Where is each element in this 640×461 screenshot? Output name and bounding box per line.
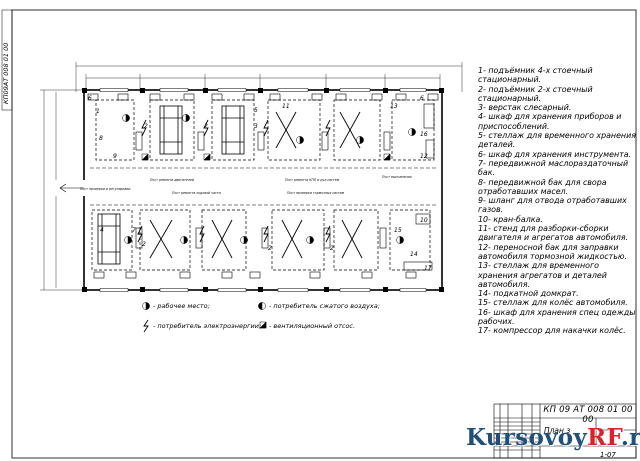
stamp-code: КП 09 АТ 008 01 00 00 xyxy=(543,405,633,425)
upper-posts xyxy=(95,99,435,161)
legend-item: 8- передвижной бак для свора отработавши… xyxy=(478,177,610,196)
svg-text:1: 1 xyxy=(96,108,100,115)
equipment-boxes xyxy=(87,93,439,279)
workplace-symbols xyxy=(122,114,416,244)
vertical-code: КП09АТ 008 01 00 xyxy=(2,42,10,104)
svg-text:2: 2 xyxy=(144,123,148,130)
svg-text:Пост ремонта ходовой части: Пост ремонта ходовой части xyxy=(172,191,221,195)
svg-text:16: 16 xyxy=(420,131,428,138)
sheet-frame xyxy=(11,9,637,459)
svg-text:Пост проверки и регулировки: Пост проверки и регулировки xyxy=(80,187,131,191)
svg-text:8: 8 xyxy=(99,135,103,142)
symbol-workplace-label: - рабочее место; xyxy=(153,302,210,310)
entrance xyxy=(59,183,84,193)
symbol-ventilation-label: - вентиляционный отсос. xyxy=(269,322,356,330)
svg-text:6: 6 xyxy=(88,95,92,102)
symbol-legend-icons xyxy=(142,302,267,333)
svg-text:17: 17 xyxy=(424,265,432,272)
svg-text:5: 5 xyxy=(254,107,258,114)
legend-item: 12- переносной бак для заправки автомоби… xyxy=(478,242,628,261)
two-post-lifts xyxy=(149,111,363,259)
svg-text:Пост ремонта двигателей: Пост ремонта двигателей xyxy=(150,178,194,182)
svg-text:2: 2 xyxy=(204,123,208,130)
lower-posts xyxy=(91,209,431,271)
ventilation-symbols xyxy=(141,153,391,161)
electric-symbols xyxy=(137,119,331,243)
legend-item: 7- передвижной маслораздаточный бак. xyxy=(478,158,631,178)
legend-item: 1- подъёмник 4-х стоечный стационарный. xyxy=(478,66,596,85)
svg-text:Пост выполнения: Пост выполнения xyxy=(382,175,412,179)
svg-text:10: 10 xyxy=(420,217,428,224)
vertical-code-box xyxy=(1,9,13,111)
svg-text:12: 12 xyxy=(420,153,428,160)
svg-text:9: 9 xyxy=(113,153,117,160)
legend-item: 11- стенд для разборки-сборки двигателя … xyxy=(478,224,628,243)
four-post-lifts xyxy=(97,105,245,265)
svg-text:14: 14 xyxy=(410,251,418,258)
svg-text:Пост проверки тормозных систем: Пост проверки тормозных систем xyxy=(287,191,345,195)
aisle-notes: Пост проверки и регулировки Пост ремонта… xyxy=(80,175,412,195)
sheet-number: 1-07 xyxy=(600,451,616,459)
svg-text:6: 6 xyxy=(420,95,424,102)
central-aisle xyxy=(90,167,436,206)
legend-item: 6- шкаф для хранения инструмента. xyxy=(478,149,632,159)
symbol-electric-label: - потребитель электроэнергии; xyxy=(153,322,262,330)
legend-item: 17- компрессор для накачки колёс. xyxy=(478,326,626,336)
legend-item: 16- шкаф для хранения спец одежды рабочи… xyxy=(478,307,638,327)
building-walls xyxy=(83,89,443,291)
svg-text:7: 7 xyxy=(132,227,136,234)
legend-item: 14- подкатной домкрат. xyxy=(478,289,579,299)
title-block xyxy=(493,403,637,459)
windows xyxy=(99,88,427,292)
svg-text:11: 11 xyxy=(282,103,290,110)
svg-text:13: 13 xyxy=(390,103,398,110)
legend-item: 10- кран-балка. xyxy=(478,214,543,224)
left-dimensions xyxy=(40,89,84,291)
watermark-logo: KursovoyRF.ru xyxy=(466,424,640,451)
columns xyxy=(82,88,444,292)
equipment-legend: 1- подъёмник 4-х стоечный стационарный. … xyxy=(478,66,636,336)
svg-text:2: 2 xyxy=(142,241,146,248)
legend-item: 9- шланг для отвода отработавших газов. xyxy=(478,196,630,215)
svg-text:3: 3 xyxy=(254,123,258,130)
legend-item: 4- шкаф для хранения приборов и приспосо… xyxy=(478,112,624,131)
legend-item: 5- стеллаж для временного хранения детал… xyxy=(478,131,639,150)
legend-item: 2- подъёмник 2-х стоечный стационарный. xyxy=(478,84,596,103)
top-dimensions xyxy=(75,62,463,92)
svg-text:2: 2 xyxy=(330,245,334,252)
svg-text:2: 2 xyxy=(268,245,272,252)
svg-text:4: 4 xyxy=(100,227,104,234)
legend-item: 15- стеллаж для колёс автомобиля. xyxy=(478,298,628,308)
svg-text:15: 15 xyxy=(394,227,402,234)
legend-item: 3- верстак слесарный. xyxy=(478,103,572,113)
legend-item: 13- стеллаж для временного хранения агре… xyxy=(478,261,610,289)
symbol-air-label: - потребитель сжатого воздуха; xyxy=(269,302,380,310)
sheet-title: План з xyxy=(544,426,571,435)
svg-text:Пост ремонта КПП и рул.систем: Пост ремонта КПП и рул.систем xyxy=(285,178,340,182)
